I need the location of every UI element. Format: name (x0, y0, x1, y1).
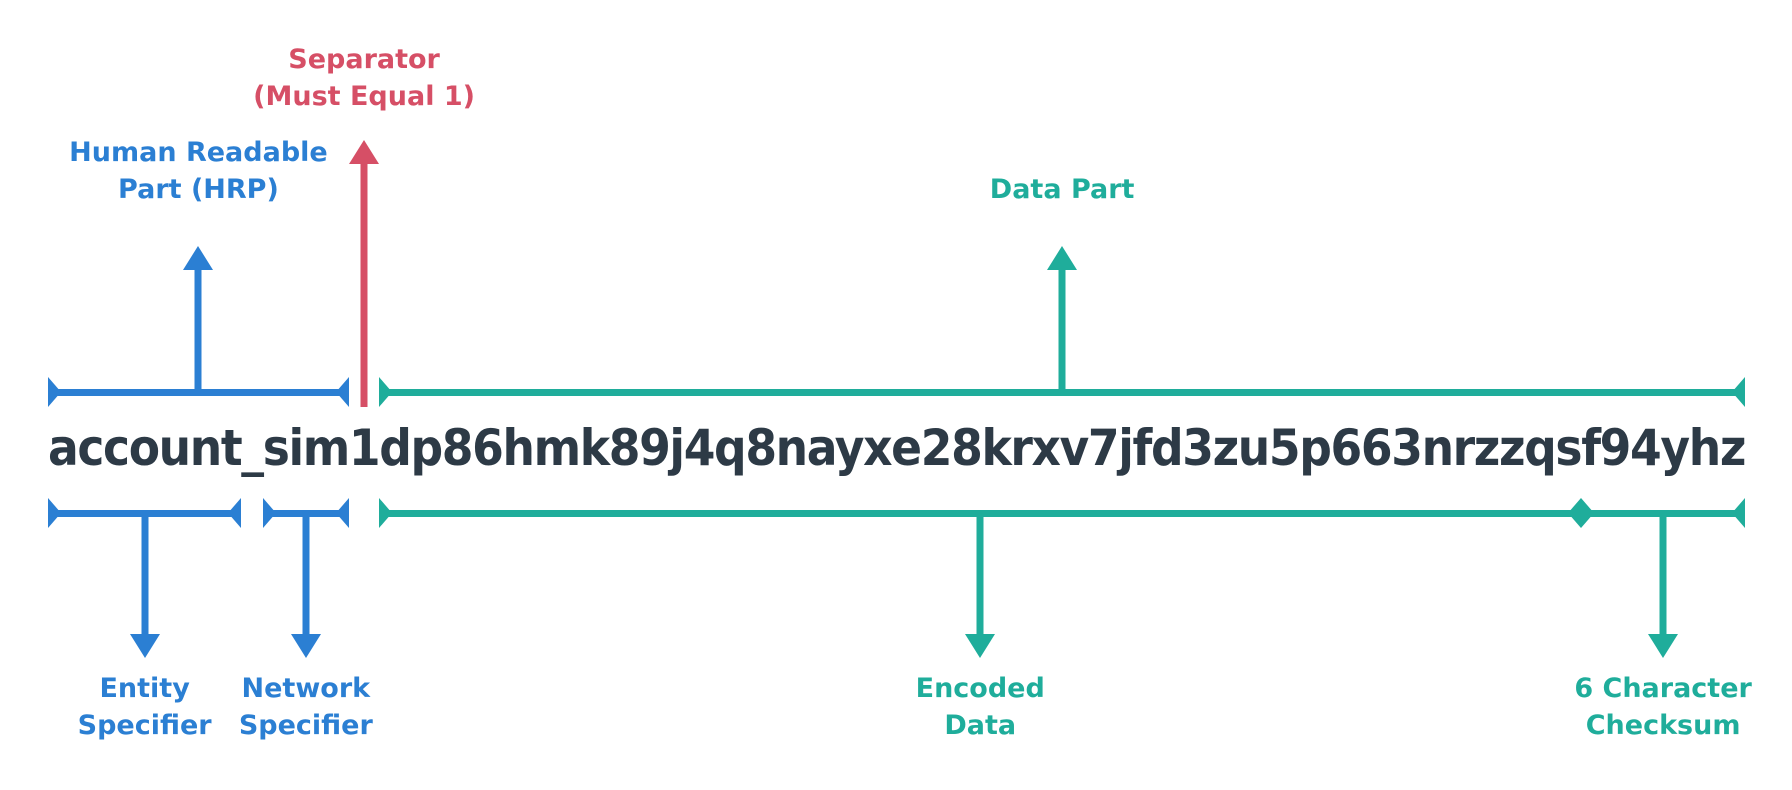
entity-bracket (48, 498, 242, 528)
bracket-line (1581, 509, 1745, 517)
arrow-down-icon (1648, 634, 1679, 658)
bracket-cap-right-icon (1731, 377, 1745, 407)
checksum-arrow-line (1659, 515, 1667, 634)
separator-pointer-line (360, 164, 368, 407)
address-underscore: _ (241, 419, 264, 477)
bracket-cap-left-icon (262, 498, 276, 528)
bracket-cap-right-icon (228, 498, 242, 528)
address-encoded-segment: dp86hmk89j4q8nayxe28krxv7jfd3zu5p663nrzz… (379, 419, 1582, 477)
bracket-cap-right-icon (1568, 498, 1582, 528)
bracket-cap-left-icon (1581, 498, 1595, 528)
bracket-cap-right-icon (1731, 498, 1745, 528)
address-network-segment: sim (262, 419, 351, 477)
network-arrow-line (302, 515, 310, 634)
separator-label: Separator (Must Equal 1) (253, 44, 475, 112)
data-part-arrow-line (1058, 270, 1066, 396)
arrow-up-icon (183, 246, 214, 270)
arrow-down-icon (965, 634, 996, 658)
encoded-data-arrow-line (976, 515, 984, 634)
bracket-cap-left-icon (48, 377, 61, 407)
bracket-cap-left-icon (379, 377, 393, 407)
bracket-cap-left-icon (48, 498, 61, 528)
bracket-line (48, 388, 349, 396)
bracket-line (379, 509, 1582, 517)
hrp-label: Human Readable Part (HRP) (69, 137, 328, 205)
bracket-cap-right-icon (335, 498, 349, 528)
hrp-bracket (48, 377, 349, 407)
bracket-line (48, 509, 242, 517)
network-bracket (262, 498, 349, 528)
arrow-up-icon (349, 140, 380, 164)
arrow-up-icon (1047, 246, 1078, 270)
bracket-cap-right-icon (335, 377, 349, 407)
arrow-down-icon (290, 634, 321, 658)
address-checksum-segment: f94yhz (1581, 419, 1746, 477)
network-specifier-label: Network Specifier (238, 673, 373, 741)
bracket-line (379, 388, 1745, 396)
address-entity-segment: account (48, 419, 243, 477)
bracket-cap-left-icon (379, 498, 393, 528)
address-separator-char: 1 (348, 419, 381, 477)
encoded-data-bracket (379, 498, 1582, 528)
data-part-label: Data Part (989, 174, 1135, 205)
checksum-label: 6 Character Checksum (1574, 673, 1752, 741)
encoded-data-label: Encoded Data (915, 673, 1045, 741)
checksum-bracket (1581, 498, 1745, 528)
bracket-line (262, 509, 349, 517)
hrp-arrow-line (194, 270, 202, 396)
entity-specifier-label: Entity Specifier (77, 673, 212, 741)
arrow-down-icon (129, 634, 160, 658)
entity-arrow-line (141, 515, 149, 634)
data-part-bracket (379, 377, 1745, 407)
